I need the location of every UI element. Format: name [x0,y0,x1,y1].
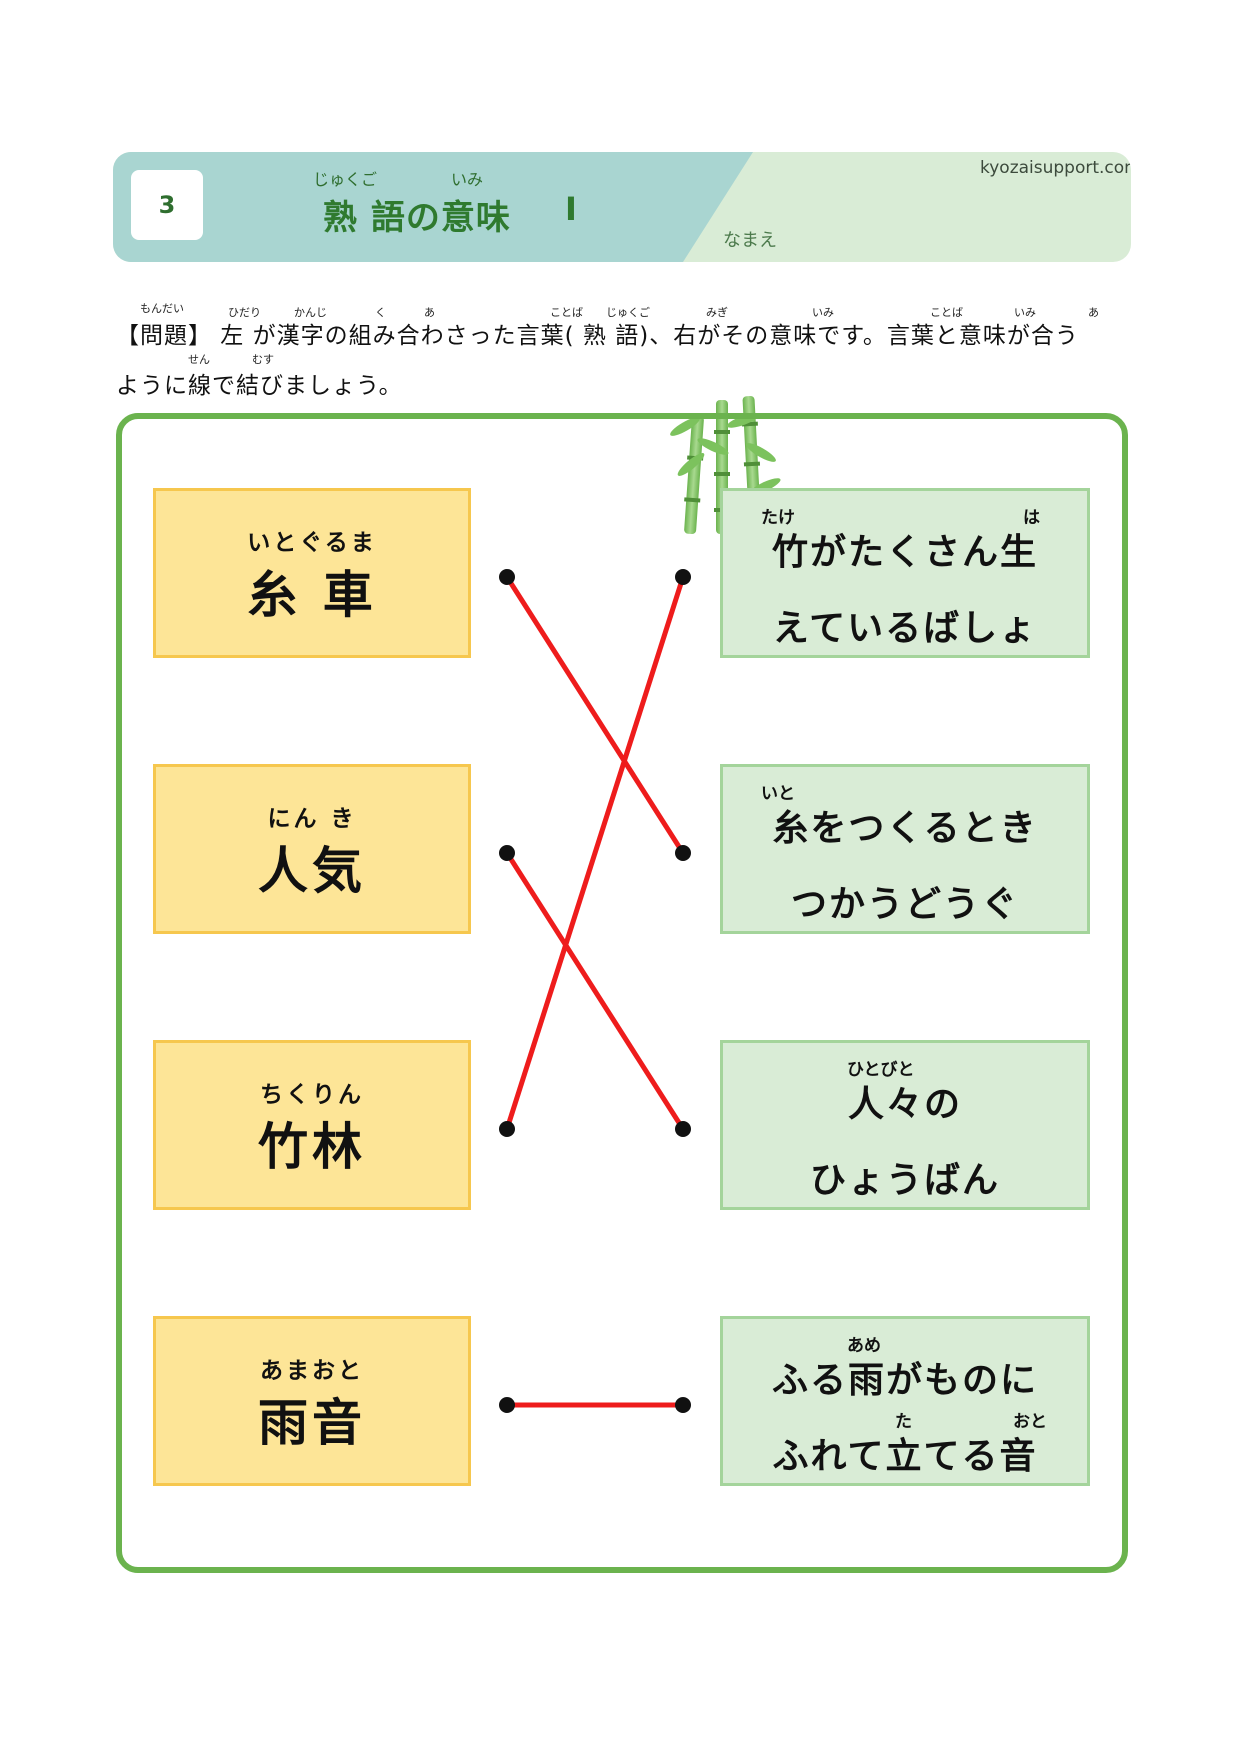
banner-teal-panel [113,152,753,262]
word-ruby: にん き [267,806,357,832]
left-connector-dot[interactable] [499,845,515,861]
connection-line [504,575,686,855]
connection-line [504,576,686,1130]
ruby-migi: みぎ [706,306,728,319]
right-connector-dot[interactable] [675,1397,691,1413]
ruby-kotoba: ことば [550,306,583,319]
meaning-box-reputation: ひとびと 人々の ひょうばん [720,1040,1090,1210]
ruby-sen: せん [188,353,210,366]
ruby-hidari: ひだり [228,306,261,319]
ruby-imi: いみ [812,306,834,319]
meaning-ruby: は [1023,508,1040,528]
ruby-a: あ [424,306,435,319]
meaning-ruby: あめ [847,1336,881,1356]
meaning-box-rain-sound: あめ た おと ふる雨がものに ふれて立てる音 [720,1316,1090,1486]
word-box-itoguruma: いとぐるま 糸 車 [153,488,471,658]
worksheet-number: 3 [131,170,203,240]
ruby-a-2: あ [1088,306,1099,319]
meaning-ruby: たけ [761,508,795,528]
word-ruby: ちくりん [260,1082,364,1108]
meaning-box-bamboo-grove: たけ は 竹がたくさん生 えているばしょ [720,488,1090,658]
word-box-amaoto: あまおと 雨音 [153,1316,471,1486]
ruby-jukugo: じゅくご [606,306,650,319]
word-box-chikurin: ちくりん 竹林 [153,1040,471,1210]
meaning-line-1: 竹がたくさん生 [771,532,1038,573]
left-connector-dot[interactable] [499,569,515,585]
ruby-musu: むす [252,353,274,366]
meaning-line-2: ひょうばん [809,1160,1000,1201]
word-text: 竹林 [258,1118,366,1176]
header-banner: 3 じゅくご いみ 熟 語の意味 Ⅰ kyozaisupport.com なまえ [113,152,1131,262]
word-text: 糸 車 [247,566,377,624]
connection-line [504,851,686,1131]
meaning-ruby: ひとびと [847,1060,915,1080]
ruby-mondai: もんだい [140,302,184,315]
right-connector-dot[interactable] [675,845,691,861]
meaning-line-2: つかうどうぐ [790,884,1019,925]
meaning-line-1: ふる雨がものに [771,1360,1038,1401]
ruby-ku: く [375,306,386,319]
right-connector-dot[interactable] [675,1121,691,1137]
left-connector-dot[interactable] [499,1397,515,1413]
ruby-kanji: かんじ [294,306,327,319]
instruction-line-2: ように線で結びましょう。 [116,373,403,399]
page-title: 熟 語の意味 [323,198,511,238]
name-label: なまえ [723,230,777,251]
word-text: 雨音 [258,1394,366,1452]
level-mark: Ⅰ [565,190,577,228]
meaning-line-1: 人々の [847,1084,962,1125]
word-text: 人気 [258,842,366,900]
word-ruby: いとぐるま [247,530,377,556]
meaning-line-2: ふれて立てる音 [772,1436,1038,1477]
left-connector-dot[interactable] [499,1121,515,1137]
word-ruby: あまおと [260,1358,364,1384]
meaning-ruby: た [895,1412,912,1432]
exercise-frame [116,413,1128,1573]
meaning-ruby: いと [761,784,795,804]
meaning-box-spinning-tool: いと 糸をつくるとき つかうどうぐ [720,764,1090,934]
ruby-imi-2: いみ [1014,306,1036,319]
meaning-line-1: 糸をつくるとき [772,808,1038,849]
ruby-kotoba-2: ことば [930,306,963,319]
meaning-ruby: おと [1013,1412,1047,1432]
word-box-ninki: にん き 人気 [153,764,471,934]
instruction-line-1: 【問題】 左 が漢字の組み合わさった言葉( 熟 語)、右がその意味です。言葉と意… [116,323,1079,349]
site-url: kyozaisupport.com [980,158,1131,178]
title-ruby-imi: いみ [451,170,484,189]
meaning-line-2: えているばしょ [772,608,1038,649]
title-ruby-jukugo: じゅくご [313,170,378,189]
right-connector-dot[interactable] [675,569,691,585]
